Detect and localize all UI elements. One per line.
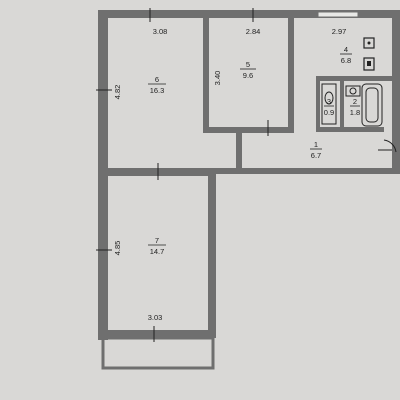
wall-bath-bottom <box>316 127 384 132</box>
dim-left-room6: 4.82 <box>113 85 122 100</box>
dim-left-room7: 4.85 <box>113 241 122 256</box>
sink-icon <box>363 57 375 71</box>
wall-right-room7 <box>208 172 216 336</box>
wall-room6-room5 <box>203 16 209 132</box>
wall-corridor-stub <box>236 130 242 170</box>
room6-number: 6 <box>155 75 159 84</box>
dim-top-room5: 2.84 <box>246 27 261 36</box>
room1-number: 1 <box>314 140 318 149</box>
window-ticks <box>96 8 392 342</box>
washbasin-bowl <box>349 87 357 95</box>
wall-room5-room4 <box>288 16 294 133</box>
room1-area: 6.7 <box>311 151 321 160</box>
washbasin-icon <box>345 85 361 97</box>
room7-area: 14.7 <box>150 247 165 256</box>
bath-fixtures <box>321 83 383 127</box>
dim-top-room4: 2.97 <box>332 27 347 36</box>
sink-basin <box>367 61 371 66</box>
toilet-icon <box>324 91 334 105</box>
bathtub-inner <box>365 87 379 123</box>
room3-area: 0.9 <box>324 108 334 117</box>
wall-room6-room7 <box>98 168 214 176</box>
kitchen-fixtures <box>363 37 375 71</box>
wall-room4-bottom <box>316 76 394 81</box>
wall-corridor-bottom <box>208 168 400 174</box>
wall-top <box>98 10 400 18</box>
dim-top-room6: 3.08 <box>153 27 168 36</box>
room4-area: 6.8 <box>341 56 351 65</box>
wall-wc-left <box>316 76 320 130</box>
room5-number: 5 <box>246 60 250 69</box>
dim-bottom-room7: 3.03 <box>148 313 163 322</box>
room3-number: 3 <box>327 97 331 106</box>
room6-area: 16.3 <box>150 86 165 95</box>
stove-icon <box>363 37 375 49</box>
balcony <box>101 336 215 370</box>
room5-area: 9.6 <box>243 71 253 80</box>
room-label-underlines <box>148 53 360 246</box>
wall-room5-bottom <box>203 127 293 133</box>
room7-number: 7 <box>155 236 159 245</box>
dimensions: 3.08 2.84 2.97 4.82 3.40 4.85 3.03 <box>113 27 346 322</box>
wall-bottom-room7 <box>98 330 216 338</box>
room2-area: 1.8 <box>350 108 360 117</box>
wall-right <box>392 10 400 174</box>
room2-number: 2 <box>353 97 357 106</box>
wall-wc-bath <box>340 80 344 130</box>
room4-number: 4 <box>344 45 348 54</box>
door-arc <box>383 139 397 153</box>
wc-outline <box>321 83 337 125</box>
stove-burner <box>367 41 371 45</box>
walls <box>98 10 400 340</box>
room-labels: 6 16.3 5 9.6 4 6.8 3 0.9 2 1.8 1 6.7 7 1… <box>150 45 361 256</box>
dim-left-room5: 3.40 <box>213 71 222 86</box>
window-room4 <box>317 11 359 18</box>
bathtub-icon <box>361 83 383 127</box>
